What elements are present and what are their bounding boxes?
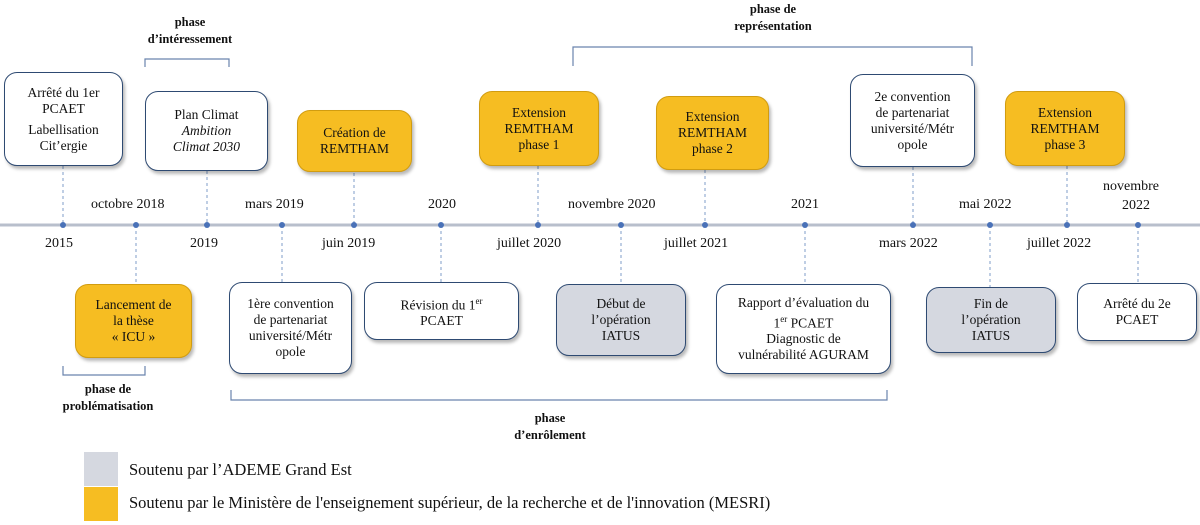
box-rapport-evaluation: Rapport d’évaluation du 1er PCAET Diagno… bbox=[716, 284, 891, 374]
legend-swatch-ademe bbox=[84, 452, 118, 486]
box-plan-climat: Plan Climat Ambition Climat 2030 bbox=[145, 91, 268, 171]
box-extension-phase-3: Extension REMTHAM phase 3 bbox=[1005, 91, 1125, 166]
phase-interessement: phase d’intéressement bbox=[147, 15, 233, 46]
box-1ere-convention: 1ère convention de partenariat universit… bbox=[229, 282, 352, 374]
dot-may-2022 bbox=[987, 222, 993, 228]
date-2020: 2020 bbox=[428, 197, 456, 212]
legend-ademe: Soutenu par l’ADEME Grand Est bbox=[129, 460, 352, 479]
phase-enrolement: phase d’enrôlement bbox=[514, 411, 586, 442]
date-novembre-2022-year: 2022 bbox=[1122, 198, 1150, 213]
date-2021: 2021 bbox=[791, 197, 819, 212]
box-lancement-these: Lancement de la thèse « ICU » bbox=[75, 284, 192, 358]
date-juillet-2020: juillet 2020 bbox=[497, 236, 562, 251]
dot-mar-2019 bbox=[279, 222, 285, 228]
date-novembre-2022: novembre bbox=[1103, 179, 1159, 194]
legend-mesri: Soutenu par le Ministère de l'enseigneme… bbox=[129, 493, 771, 512]
phase-representation: phase de représentation bbox=[734, 2, 812, 33]
dot-2021 bbox=[802, 222, 808, 228]
bracket-enrolement bbox=[230, 390, 888, 401]
date-juin-2019: juin 2019 bbox=[322, 236, 376, 251]
dot-mar-2022 bbox=[910, 222, 916, 228]
box-2e-convention: 2e convention de partenariat université/… bbox=[850, 74, 975, 167]
box-arrete-1er-pcaet: Arrêté du 1er PCAET Labellisation Cit’er… bbox=[4, 72, 123, 166]
dot-nov-2020 bbox=[618, 222, 624, 228]
dot-jul-2020 bbox=[535, 222, 541, 228]
box-creation-remtham: Création de REMTHAM bbox=[297, 110, 412, 172]
phase-problematisation: phase de problématisation bbox=[62, 382, 154, 413]
box-fin-iatus: Fin de l’opération IATUS bbox=[926, 287, 1056, 353]
box-extension-phase-1: Extension REMTHAM phase 1 bbox=[479, 91, 599, 166]
dot-2019 bbox=[204, 222, 210, 228]
date-novembre-2020: novembre 2020 bbox=[568, 197, 656, 212]
dot-jul-2022 bbox=[1064, 222, 1070, 228]
bracket-problematisation bbox=[62, 366, 146, 376]
box-debut-iatus: Début de l’opération IATUS bbox=[556, 284, 686, 356]
box-revision-1er-pcaet: Révision du 1er PCAET bbox=[364, 282, 519, 340]
date-juillet-2022: juillet 2022 bbox=[1027, 236, 1092, 251]
date-mars-2022: mars 2022 bbox=[879, 236, 938, 251]
dot-2020 bbox=[438, 222, 444, 228]
date-mars-2019: mars 2019 bbox=[245, 197, 304, 212]
date-mai-2022: mai 2022 bbox=[959, 197, 1012, 212]
bracket-representation bbox=[572, 46, 973, 66]
dot-jul-2021 bbox=[702, 222, 708, 228]
date-2019: 2019 bbox=[190, 236, 218, 251]
box-extension-phase-2: Extension REMTHAM phase 2 bbox=[656, 96, 769, 170]
date-juillet-2021: juillet 2021 bbox=[664, 236, 729, 251]
dot-nov-2022 bbox=[1135, 222, 1141, 228]
dot-oct-2018 bbox=[133, 222, 139, 228]
date-octobre-2018: octobre 2018 bbox=[91, 197, 165, 212]
dot-jun-2019 bbox=[351, 222, 357, 228]
legend-swatch-mesri bbox=[84, 487, 118, 521]
box-arrete-2e-pcaet: Arrêté du 2e PCAET bbox=[1077, 283, 1197, 341]
dot-2015 bbox=[60, 222, 66, 228]
bracket-interessement bbox=[144, 58, 230, 67]
date-2015: 2015 bbox=[45, 236, 73, 251]
